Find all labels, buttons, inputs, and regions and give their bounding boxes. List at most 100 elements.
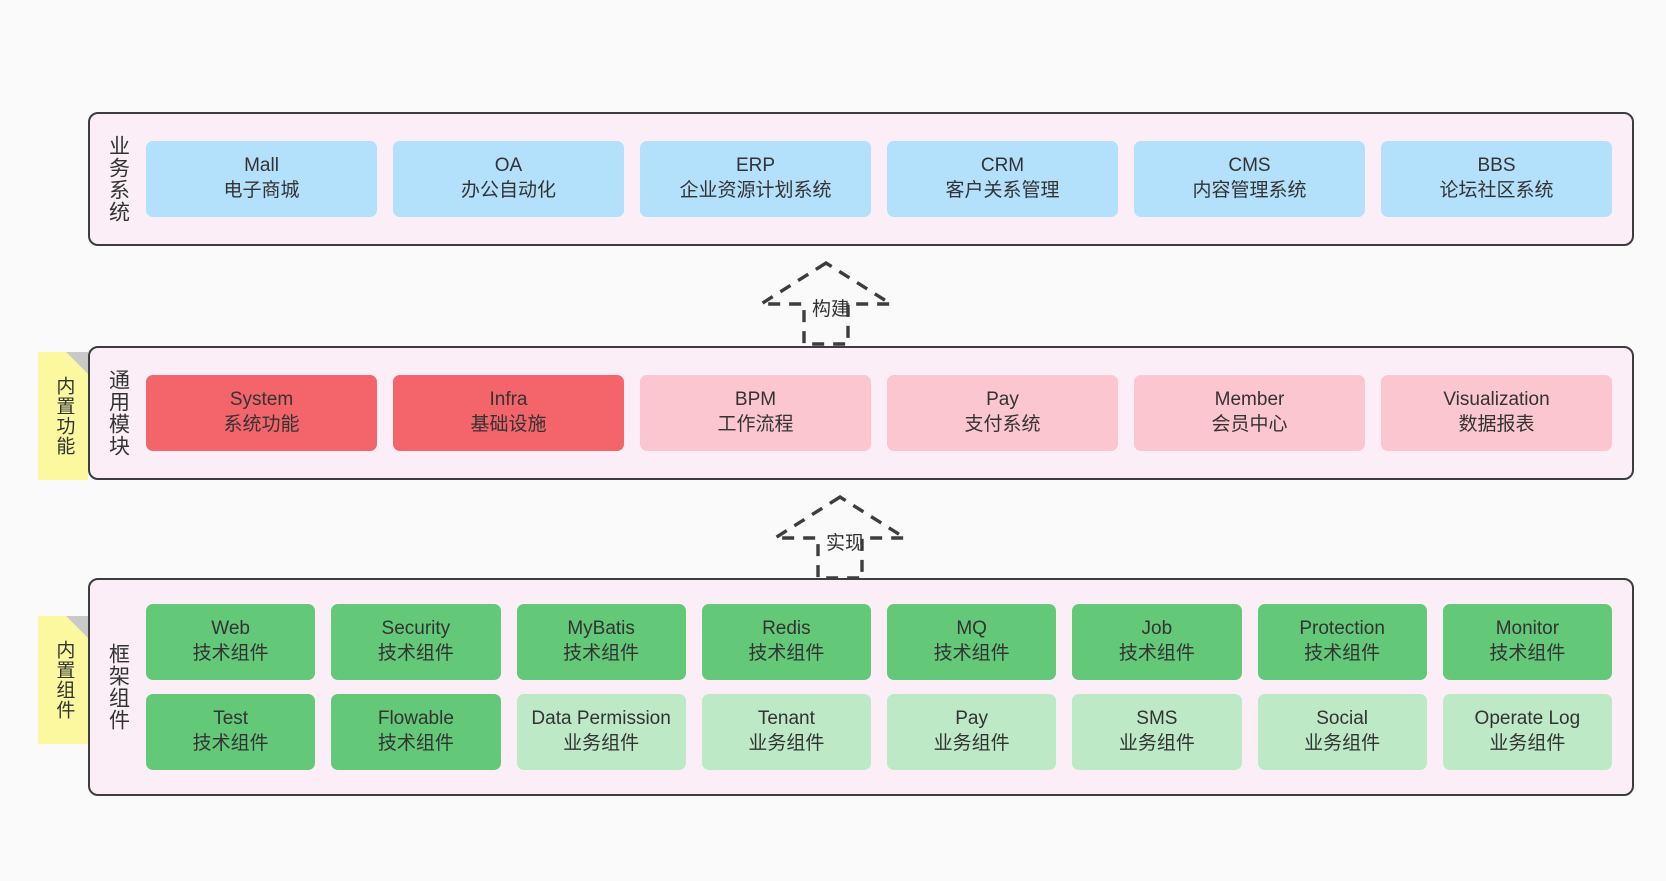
card-bpm[interactable]: BPM 工作流程 — [640, 375, 871, 451]
card-row: Mall 电子商城 OA 办公自动化 ERP 企业资源计划系统 CRM 客户关系… — [146, 141, 1612, 217]
card-tenant[interactable]: Tenant 业务组件 — [701, 694, 871, 770]
card-pay-component[interactable]: Pay 业务组件 — [887, 694, 1057, 770]
card-subtitle: 技术组件 — [377, 733, 454, 754]
arrow-implement-label: 实现 — [826, 533, 865, 554]
layer-business-system: 业务系统 Mall 电子商城 OA 办公自动化 ERP 企业资源计划系统 CRM… — [88, 112, 1634, 246]
card-title: CMS — [1228, 155, 1271, 177]
card-title: Operate Log — [1474, 708, 1581, 730]
card-row: Test 技术组件 Flowable 技术组件 Data Permission … — [146, 694, 1612, 770]
card-title: System — [229, 389, 294, 411]
card-subtitle: 技术组件 — [933, 643, 1010, 664]
card-row: Web 技术组件 Security 技术组件 MyBatis 技术组件 Redi… — [146, 604, 1612, 680]
card-title: Social — [1316, 708, 1368, 730]
card-title: Flowable — [377, 708, 454, 730]
card-subtitle: 技术组件 — [1489, 643, 1566, 664]
card-title: OA — [494, 155, 523, 177]
card-title: SMS — [1136, 708, 1178, 730]
card-title: Monitor — [1495, 618, 1560, 640]
card-subtitle: 业务组件 — [748, 733, 825, 754]
card-subtitle: 业务组件 — [1118, 733, 1195, 754]
card-redis[interactable]: Redis 技术组件 — [701, 604, 871, 680]
layer-common-module: 通用模块 System 系统功能 Infra 基础设施 BPM 工作流程 Pay… — [88, 346, 1634, 480]
card-subtitle: 客户关系管理 — [945, 180, 1060, 201]
card-title: Visualization — [1443, 389, 1550, 411]
card-mq[interactable]: MQ 技术组件 — [887, 604, 1057, 680]
note-fold-corner-icon — [66, 616, 88, 638]
card-subtitle: 基础设施 — [470, 414, 547, 435]
arrow-build-shape — [755, 260, 897, 346]
card-visualization[interactable]: Visualization 数据报表 — [1381, 375, 1612, 451]
card-title: Data Permission — [531, 708, 671, 730]
card-subtitle: 工作流程 — [717, 414, 794, 435]
card-web[interactable]: Web 技术组件 — [146, 604, 316, 680]
card-title: Pay — [955, 708, 988, 730]
card-test[interactable]: Test 技术组件 — [146, 694, 316, 770]
card-title: Protection — [1299, 618, 1385, 640]
card-infra[interactable]: Infra 基础设施 — [393, 375, 624, 451]
card-title: BBS — [1477, 155, 1516, 177]
card-bbs[interactable]: BBS 论坛社区系统 — [1381, 141, 1612, 217]
card-subtitle: 技术组件 — [377, 643, 454, 664]
card-title: Security — [381, 618, 451, 640]
card-social[interactable]: Social 业务组件 — [1257, 694, 1427, 770]
card-subtitle: 系统功能 — [223, 414, 300, 435]
card-system[interactable]: System 系统功能 — [146, 375, 377, 451]
note-builtin-function: 内置功能 — [38, 352, 88, 480]
card-title: ERP — [735, 155, 776, 177]
layer-title-common-module: 通用模块 — [106, 369, 130, 457]
card-title: Redis — [762, 618, 811, 640]
card-protection[interactable]: Protection 技术组件 — [1257, 604, 1427, 680]
card-monitor[interactable]: Monitor 技术组件 — [1442, 604, 1612, 680]
card-subtitle: 支付系统 — [964, 414, 1041, 435]
arrow-build-label: 构建 — [812, 299, 851, 320]
card-title: Infra — [489, 389, 528, 411]
card-job[interactable]: Job 技术组件 — [1072, 604, 1242, 680]
card-title: Job — [1141, 618, 1173, 640]
note-fold-corner-icon — [66, 352, 88, 374]
card-title: Member — [1214, 389, 1285, 411]
card-subtitle: 内容管理系统 — [1192, 180, 1307, 201]
card-subtitle: 技术组件 — [748, 643, 825, 664]
card-title: Pay — [986, 389, 1019, 411]
card-subtitle: 办公自动化 — [460, 180, 556, 201]
card-title: BPM — [734, 389, 777, 411]
card-mall[interactable]: Mall 电子商城 — [146, 141, 377, 217]
card-crm[interactable]: CRM 客户关系管理 — [887, 141, 1118, 217]
card-subtitle: 业务组件 — [1304, 733, 1381, 754]
card-subtitle: 会员中心 — [1211, 414, 1288, 435]
card-subtitle: 企业资源计划系统 — [679, 180, 832, 201]
card-title: Tenant — [757, 708, 815, 730]
card-security[interactable]: Security 技术组件 — [331, 604, 501, 680]
card-operate-log[interactable]: Operate Log 业务组件 — [1442, 694, 1612, 770]
note-builtin-component: 内置组件 — [38, 616, 88, 744]
layer-body-business-system: Mall 电子商城 OA 办公自动化 ERP 企业资源计划系统 CRM 客户关系… — [144, 114, 1632, 244]
card-subtitle: 业务组件 — [933, 733, 1010, 754]
card-subtitle: 技术组件 — [192, 733, 269, 754]
card-erp[interactable]: ERP 企业资源计划系统 — [640, 141, 871, 217]
note-label: 内置功能 — [53, 376, 75, 456]
note-label: 内置组件 — [53, 640, 75, 720]
card-sms[interactable]: SMS 业务组件 — [1072, 694, 1242, 770]
card-pay-module[interactable]: Pay 支付系统 — [887, 375, 1118, 451]
card-title: MyBatis — [567, 618, 635, 640]
card-title: MQ — [956, 618, 987, 640]
card-member[interactable]: Member 会员中心 — [1134, 375, 1365, 451]
layer-body-framework-component: Web 技术组件 Security 技术组件 MyBatis 技术组件 Redi… — [144, 580, 1632, 794]
card-subtitle: 业务组件 — [1489, 733, 1566, 754]
arrow-build: 构建 — [755, 258, 906, 346]
card-data-permission[interactable]: Data Permission 业务组件 — [516, 694, 686, 770]
card-row: System 系统功能 Infra 基础设施 BPM 工作流程 Pay 支付系统… — [146, 375, 1612, 451]
card-flowable[interactable]: Flowable 技术组件 — [331, 694, 501, 770]
arrow-implement-shape — [769, 494, 911, 580]
card-cms[interactable]: CMS 内容管理系统 — [1134, 141, 1365, 217]
card-subtitle: 技术组件 — [192, 643, 269, 664]
card-mybatis[interactable]: MyBatis 技术组件 — [516, 604, 686, 680]
card-subtitle: 业务组件 — [563, 733, 640, 754]
card-oa[interactable]: OA 办公自动化 — [393, 141, 624, 217]
card-subtitle: 数据报表 — [1458, 414, 1535, 435]
card-subtitle: 论坛社区系统 — [1439, 180, 1554, 201]
card-subtitle: 电子商城 — [223, 180, 300, 201]
card-title: Mall — [244, 155, 279, 177]
card-title: Web — [211, 618, 250, 640]
